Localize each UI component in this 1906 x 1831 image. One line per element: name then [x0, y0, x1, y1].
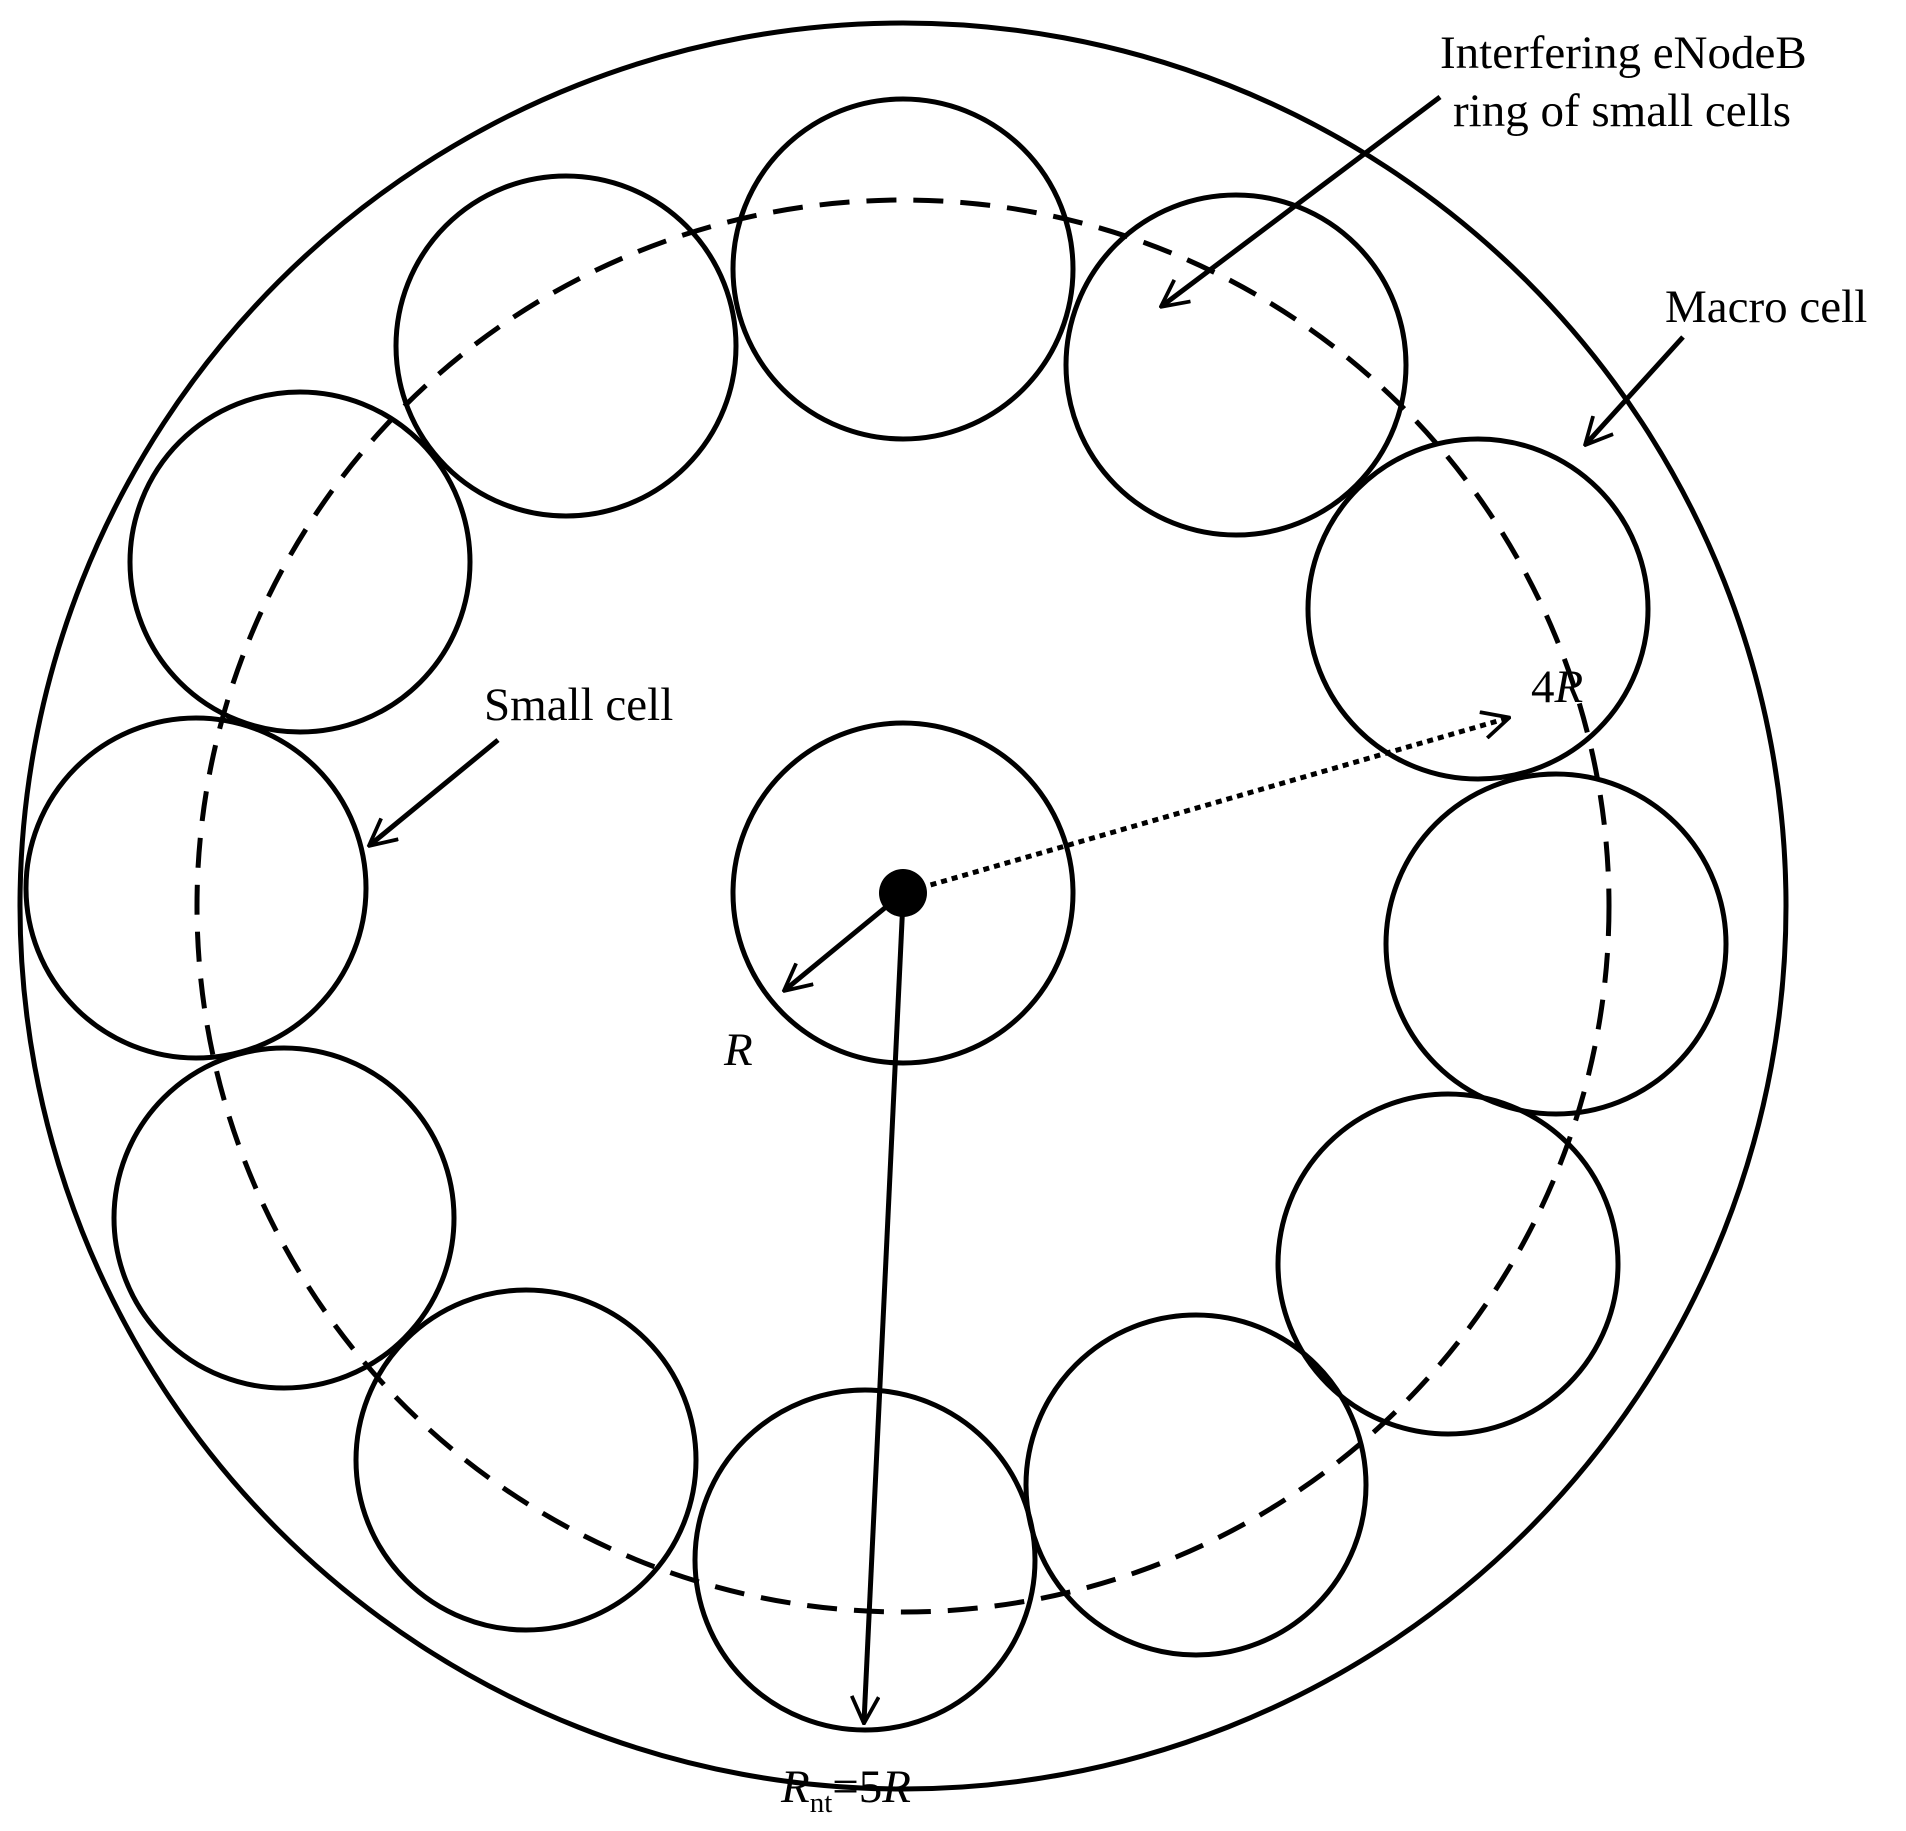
macro-cell-label: Macro cell [1665, 281, 1867, 333]
interfering-annotation-arrow [1162, 95, 1442, 306]
4r-radius-arrow [919, 718, 1508, 891]
ring-small-cell [23, 715, 369, 1061]
macro-cell-annotation-arrow [1586, 335, 1685, 444]
ring-small-cell [1023, 1312, 1369, 1658]
rnt-label-symbol: R [780, 1761, 810, 1813]
small-cell-label: Small cell [484, 679, 673, 731]
macro-cell-circle [17, 20, 1789, 1792]
ring-small-cell [111, 1045, 457, 1391]
ring-small-cell [127, 389, 473, 735]
small-cell-annotation-arrow [370, 738, 500, 845]
rnt-label-symbol2: R [881, 1761, 911, 1813]
ring-small-cells [23, 96, 1729, 1733]
ring-small-cell [1275, 1091, 1621, 1437]
rnt-label: Rnt=5R [780, 1761, 911, 1819]
5r-radius-arrow [864, 899, 906, 1722]
ring-small-cell [1305, 436, 1651, 782]
central-small-cell [730, 720, 1076, 1066]
ring-small-cell [1383, 771, 1729, 1117]
ring-small-cell [353, 1287, 699, 1633]
ring-small-cell [692, 1387, 1038, 1733]
r-radius-arrow [785, 891, 905, 990]
interfering-label-line2: ring of small cells [1453, 85, 1791, 137]
rnt-label-subscript: nt [810, 1787, 833, 1819]
4r-label: 4R [1531, 661, 1583, 713]
interfering-label-line1: Interfering eNodeB [1440, 27, 1807, 79]
ring-small-cell [1063, 192, 1409, 538]
4r-label-symbol: R [1554, 661, 1584, 713]
r-label: R [723, 1024, 753, 1076]
ring-small-cell [393, 173, 739, 519]
interference-ring-dashed [194, 197, 1612, 1615]
ring-small-cell [730, 96, 1076, 442]
4r-label-number: 4 [1531, 661, 1555, 713]
rnt-label-equals: =5 [832, 1761, 882, 1813]
